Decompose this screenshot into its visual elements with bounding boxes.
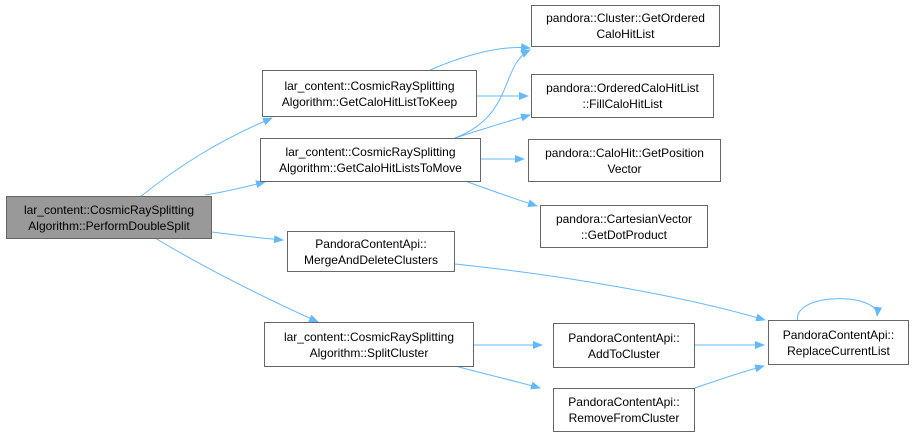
node-label-line1: PandoraContentApi:: bbox=[568, 330, 680, 345]
node-label-line1: lar_content::CosmicRaySplitting bbox=[23, 202, 195, 217]
node-get-calo-hit-list-to-keep[interactable]: lar_content::CosmicRaySplitting Algorith… bbox=[262, 70, 477, 117]
edge-merge-to-replace bbox=[454, 263, 766, 322]
edge-remove-to-replace bbox=[694, 364, 765, 389]
node-add-to-cluster[interactable]: PandoraContentApi:: AddToCluster bbox=[553, 323, 695, 368]
edge-perform-to-keep bbox=[139, 117, 273, 198]
node-split-cluster[interactable]: lar_content::CosmicRaySplitting Algorith… bbox=[264, 322, 474, 367]
node-label-line2: ReplaceCurrentList bbox=[787, 343, 890, 358]
edge-perform-to-merge bbox=[211, 231, 284, 244]
node-label-line1: PandoraContentApi:: bbox=[782, 327, 895, 342]
node-remove-from-cluster[interactable]: PandoraContentApi:: RemoveFromCluster bbox=[553, 388, 695, 432]
node-merge-and-delete-clusters[interactable]: PandoraContentApi:: MergeAndDeleteCluste… bbox=[287, 231, 455, 272]
edge-move-to-dot bbox=[464, 180, 538, 208]
node-label-line2: Algorithm::PerformDoubleSplit bbox=[28, 218, 190, 233]
node-perform-double-split[interactable]: lar_content::CosmicRaySplitting Algorith… bbox=[6, 196, 212, 239]
node-label-line2: AddToCluster bbox=[587, 346, 661, 361]
node-get-position-vector[interactable]: pandora::CaloHit::GetPosition Vector bbox=[528, 139, 721, 182]
node-get-dot-product[interactable]: pandora::CartesianVector ::GetDotProduct bbox=[540, 205, 708, 248]
edge-move-to-fill bbox=[454, 113, 531, 139]
node-label-line1: pandora::CaloHit::GetPosition bbox=[545, 145, 704, 160]
node-label-line2: MergeAndDeleteClusters bbox=[303, 252, 439, 267]
node-label-line2: Algorithm::GetCaloHitListsToMove bbox=[279, 161, 462, 175]
node-fill-calo-hit-list[interactable]: pandora::OrderedCaloHitList ::FillCaloHi… bbox=[531, 74, 714, 118]
edge-perform-to-split bbox=[154, 237, 319, 323]
node-label-line1: pandora::Cluster::GetOrdered bbox=[546, 11, 705, 25]
node-label-line1: lar_content::CosmicRaySplitting bbox=[284, 78, 455, 93]
edge-split-to-remove bbox=[454, 365, 541, 390]
node-label-line1: PandoraContentApi:: bbox=[568, 395, 680, 409]
edge-keep-to-ordered bbox=[429, 43, 531, 71]
node-label-line1: PandoraContentApi:: bbox=[315, 236, 427, 251]
node-label-line1: lar_content::CosmicRaySplitting bbox=[283, 329, 455, 344]
node-get-ordered-calo-hit-list[interactable]: pandora::Cluster::GetOrdered CaloHitList bbox=[531, 5, 720, 47]
node-label-line2: Algorithm::SplitCluster bbox=[309, 345, 429, 360]
node-label-line1: lar_content::CosmicRaySplitting bbox=[285, 145, 456, 159]
node-label-line1: pandora::OrderedCaloHitList bbox=[546, 81, 699, 95]
node-label-line2: RemoveFromCluster bbox=[568, 411, 680, 425]
node-label-line2: Algorithm::GetCaloHitListToKeep bbox=[281, 94, 458, 109]
node-label-line2: CaloHitList bbox=[596, 27, 655, 41]
node-label-line2: Vector bbox=[607, 161, 642, 176]
node-label-line1: pandora::CartesianVector bbox=[555, 211, 693, 226]
node-replace-current-list[interactable]: PandoraContentApi:: ReplaceCurrentList bbox=[768, 320, 909, 365]
edge-move-to-ordered bbox=[454, 49, 531, 139]
node-label-line2: ::GetDotProduct bbox=[580, 227, 668, 242]
node-label-line2: ::FillCaloHitList bbox=[582, 97, 663, 111]
edge-perform-to-move bbox=[204, 180, 266, 196]
edge-replace-self-loop bbox=[797, 298, 883, 323]
node-get-calo-hit-lists-to-move[interactable]: lar_content::CosmicRaySplitting Algorith… bbox=[260, 138, 481, 182]
